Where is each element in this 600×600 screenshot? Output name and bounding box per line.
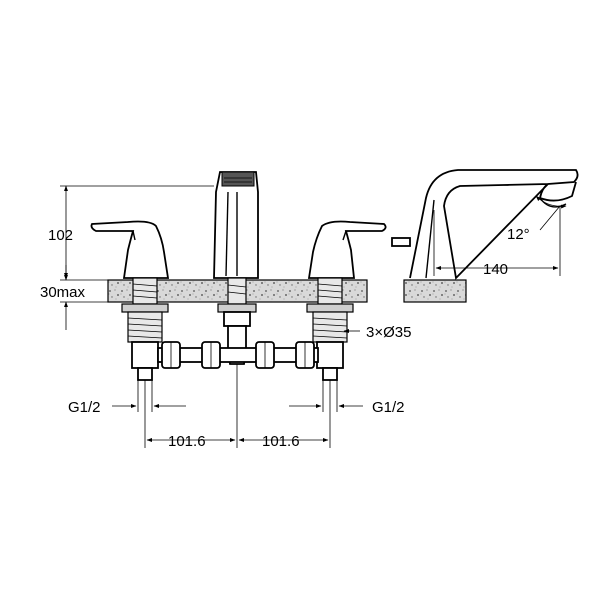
deck-thickness-label: 30max: [40, 284, 86, 301]
centerlines: [144, 364, 331, 448]
left-shank: [121, 277, 169, 381]
reach-label: 140: [483, 261, 508, 278]
spread-left-label: 101.6: [168, 433, 206, 450]
thread-right-label: G1/2: [372, 399, 405, 416]
connecting-hoses: [157, 341, 319, 369]
left-handle: [90, 220, 170, 279]
height-dimension: [60, 185, 214, 330]
center-spout: [213, 171, 259, 279]
countertop-side: [403, 279, 467, 303]
angle-dimension: [535, 195, 567, 231]
right-handle: [307, 220, 387, 279]
height-label: 102: [48, 227, 73, 244]
thread-dimensions: [112, 380, 363, 412]
angle-label: 12°: [507, 226, 530, 243]
hole-spec-label: 3×Ø35: [366, 324, 411, 341]
right-shank: [306, 277, 354, 381]
thread-left-label: G1/2: [68, 399, 101, 416]
reach-dimension: [433, 206, 561, 276]
spread-right-label: 101.6: [262, 433, 300, 450]
